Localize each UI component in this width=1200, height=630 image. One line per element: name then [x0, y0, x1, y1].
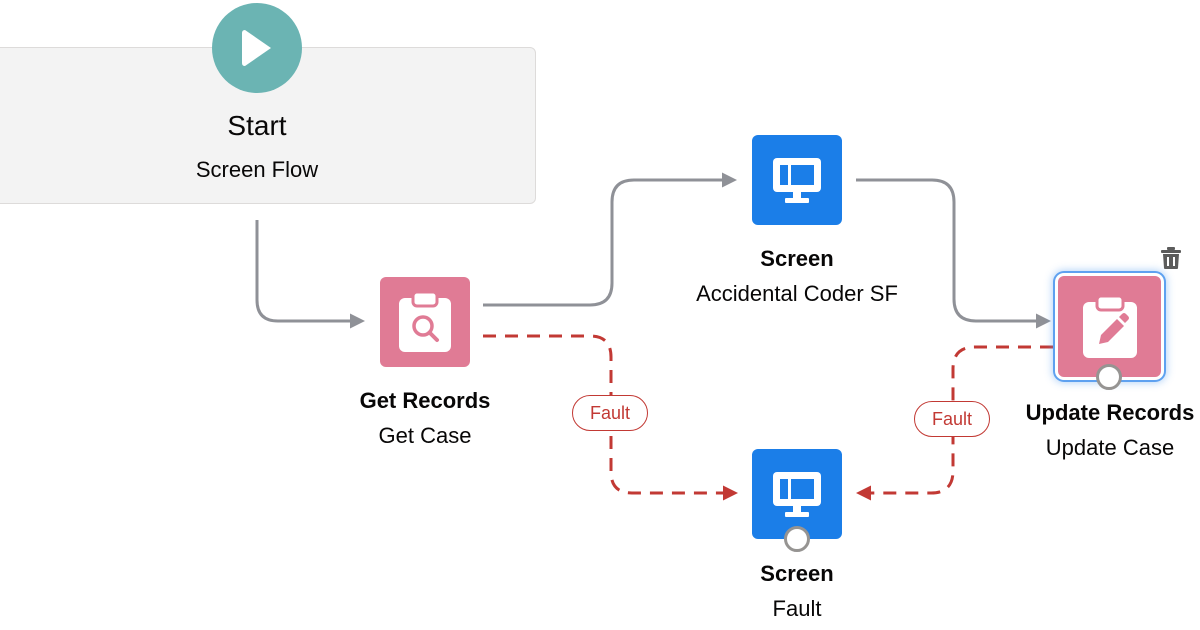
start-badge[interactable] — [212, 3, 302, 93]
get-records-type: Get Records — [359, 388, 491, 413]
screen-fault-label: Screen Fault — [760, 561, 833, 622]
fault-label-get-records[interactable]: Fault — [572, 395, 648, 431]
screen-fault-endpoint[interactable] — [784, 526, 810, 552]
update-records-label: Update Records Update Case — [1026, 400, 1195, 461]
get-records-name: Get Case — [378, 423, 472, 448]
screen-main-type: Screen — [760, 246, 834, 271]
screen-main-name: Accidental Coder SF — [696, 281, 898, 306]
connector-start-to-get-records[interactable] — [255, 220, 365, 329]
start-subtitle: Screen Flow — [195, 157, 319, 182]
screen-node-main[interactable] — [752, 135, 842, 225]
get-records-label: Get Records Get Case — [360, 388, 491, 449]
get-records-node[interactable] — [380, 277, 470, 367]
screen-fault-name: Fault — [772, 596, 822, 621]
play-icon — [242, 30, 271, 66]
update-records-node[interactable] — [1058, 276, 1161, 377]
fault-label-update-records[interactable]: Fault — [914, 401, 990, 437]
connector-screen-to-update-records[interactable] — [856, 178, 1051, 329]
record-update-icon — [1082, 294, 1137, 358]
update-records-fault-endpoint[interactable] — [1096, 364, 1122, 390]
screen-fault-type: Screen — [760, 561, 834, 586]
start-title: Start — [227, 110, 287, 141]
connector-get-records-to-screen[interactable] — [483, 172, 737, 307]
update-records-name: Update Case — [1045, 435, 1175, 460]
screen-icon — [773, 158, 821, 203]
screen-icon — [773, 472, 821, 517]
record-lookup-icon — [399, 290, 451, 352]
screen-main-label: Screen Accidental Coder SF — [696, 246, 898, 307]
trash-icon[interactable] — [1160, 246, 1182, 270]
update-records-type: Update Records — [1025, 400, 1195, 425]
screen-node-fault[interactable] — [752, 449, 842, 539]
